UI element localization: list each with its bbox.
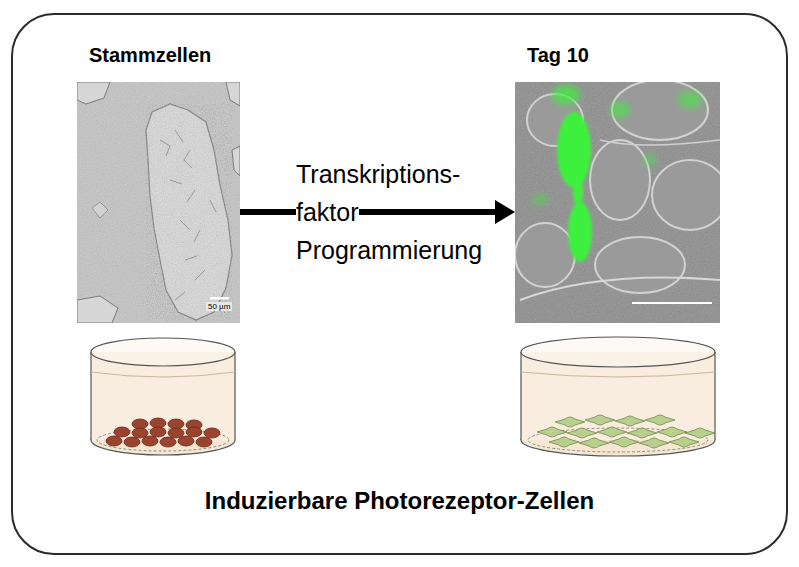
colony-cells — [160, 130, 216, 300]
dish-wall — [90, 352, 91, 440]
scale-bar — [632, 302, 712, 304]
colony-texture — [146, 104, 232, 320]
cell-colony — [226, 82, 240, 106]
edge-label-box: Transkriptions- faktor Programmierung — [296, 155, 491, 269]
arrow-head — [495, 200, 515, 224]
dish-floor — [528, 428, 708, 452]
cell-outlines — [515, 82, 720, 293]
gfp-signal — [532, 85, 702, 262]
cell-process — [600, 140, 720, 145]
cell-process — [520, 278, 720, 301]
cell-colony — [77, 82, 110, 104]
medium-level — [521, 372, 715, 377]
arrow-shaft — [240, 209, 495, 215]
stem-cell-micrograph — [77, 82, 240, 323]
stem-cells — [106, 418, 220, 447]
micrograph-ground — [77, 82, 240, 323]
panel-heading: Stammzellen — [77, 42, 223, 68]
photoreceptor-cells — [537, 415, 715, 448]
outer-frame — [12, 14, 787, 554]
edge-label: Transkriptions- faktor Programmierung — [296, 160, 482, 264]
dish-rim — [91, 338, 235, 366]
panel-heading: Tag 10 — [515, 42, 601, 68]
image-panel: Stammzellen — [77, 42, 240, 323]
scale-bar — [210, 297, 229, 300]
micrograph-grain — [77, 82, 240, 323]
medium-level — [91, 372, 235, 377]
petri-dish — [91, 338, 235, 455]
photoreceptor-micrograph — [515, 82, 720, 323]
cell-colony — [92, 202, 108, 218]
process-arrow — [240, 200, 515, 224]
cell-colony — [232, 146, 240, 176]
dish-wall — [714, 352, 715, 440]
dish-wall — [520, 352, 521, 440]
cell-colony — [77, 296, 118, 323]
caption: Induzierbare Photorezeptor-Zellen — [0, 486, 799, 516]
scale-label: 50 µm — [206, 302, 232, 311]
image-panel: Tag 10 — [515, 42, 720, 323]
cell-colony — [146, 104, 232, 320]
dish-rim — [521, 337, 715, 367]
dish-wall — [234, 352, 235, 440]
petri-dish — [521, 337, 715, 456]
